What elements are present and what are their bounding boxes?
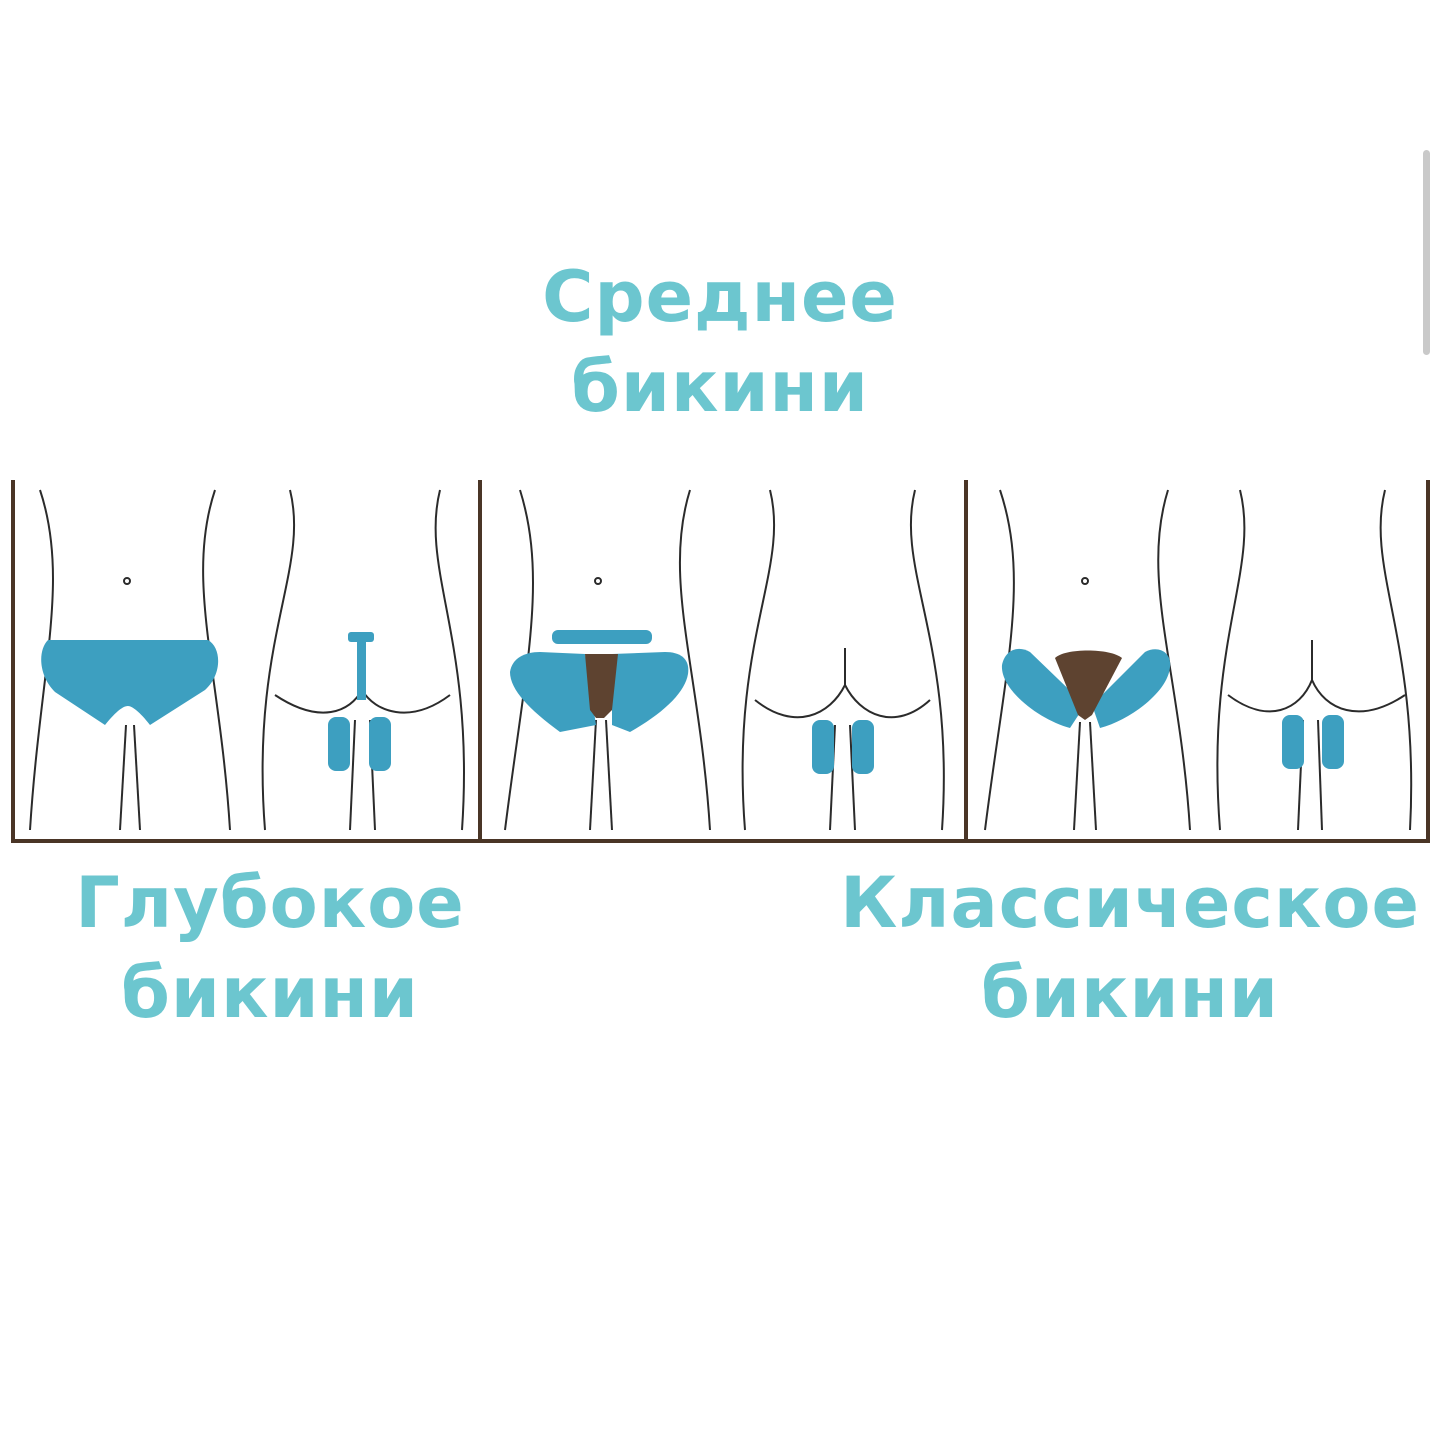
removal-zone-middle-back-left-pad (812, 720, 834, 774)
label-classic-bikini: Классическое бикини (830, 858, 1430, 1038)
kept-hair-middle-strip (585, 654, 618, 718)
kept-hair-classic-triangle (1055, 650, 1122, 720)
back-figure-deep (261, 489, 466, 831)
removal-zone-middle-top-strip (552, 630, 652, 644)
back-figure-classic (1216, 489, 1413, 831)
removal-zone-classic-back-left-pad (1282, 715, 1304, 769)
removal-zone-deep-back-right-pad (369, 717, 391, 771)
panel-deep-bikini (29, 489, 466, 831)
scrollbar[interactable] (1423, 150, 1430, 355)
front-figure-classic (984, 489, 1191, 831)
front-figure-middle (504, 489, 711, 831)
removal-zone-middle-left (510, 652, 596, 732)
panel-middle-bikini (504, 489, 945, 831)
removal-zone-deep-back-left-pad (328, 717, 350, 771)
label-deep-line1: Глубокое (75, 862, 465, 944)
back-figure-middle (741, 489, 945, 831)
removal-zone-deep-back-strip (357, 640, 366, 700)
removal-zone-classic-left (1001, 648, 1085, 728)
label-deep-bikini: Глубокое бикини (40, 858, 500, 1038)
label-middle-bikini: Среднее бикини (470, 252, 970, 432)
label-classic-line2: бикини (981, 952, 1279, 1034)
label-middle-line2: бикини (571, 346, 869, 428)
label-deep-line2: бикини (121, 952, 419, 1034)
label-middle-line1: Среднее (542, 256, 898, 338)
removal-zone-classic-back-right-pad (1322, 715, 1344, 769)
panel-frames (11, 480, 1430, 843)
removal-zone-classic-right (1092, 649, 1171, 728)
front-figure-deep (29, 489, 231, 831)
panel-classic-bikini (984, 489, 1413, 831)
bikini-zones-figure (11, 480, 1430, 843)
removal-zone-deep-back-top (348, 632, 374, 642)
label-classic-line1: Классическое (840, 862, 1420, 944)
removal-zone-deep-front (41, 640, 219, 725)
removal-zone-middle-right (612, 652, 689, 732)
removal-zone-middle-back-right-pad (852, 720, 874, 774)
